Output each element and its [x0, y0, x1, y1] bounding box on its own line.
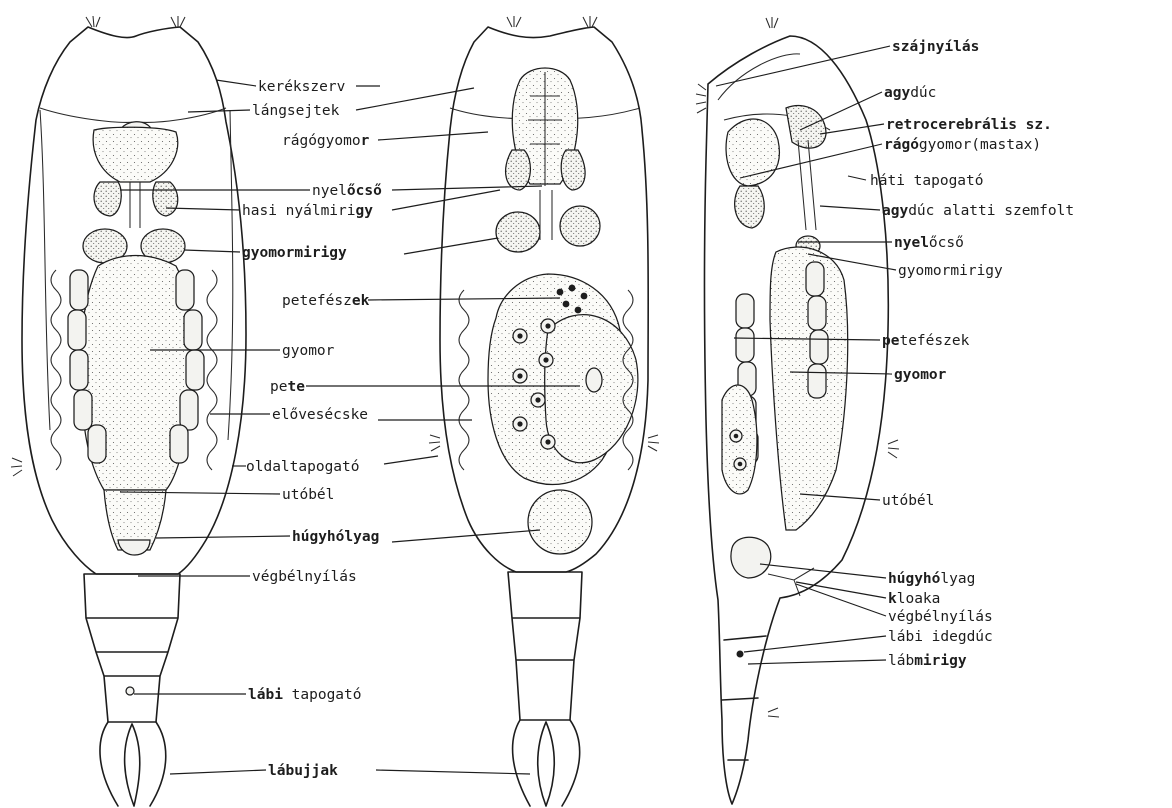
bladder-right — [731, 537, 771, 578]
label-gyomormirigy: gyomormirigy — [242, 245, 347, 261]
mastax-right — [726, 119, 779, 186]
bladder-left — [118, 540, 150, 555]
gastric-gland-middle-b — [560, 206, 600, 246]
label-oldaltapogato: oldaltapogató — [246, 459, 360, 475]
label-hasi-nyalmirigy: hasi nyálmirigy — [242, 203, 373, 219]
label-vegbelnyilas-2: végbélnyílás — [888, 609, 993, 625]
label-vegbelnyilas: végbélnyílás — [252, 569, 357, 585]
salivary-left-b — [153, 182, 178, 216]
label-ragogyomor: rágógyomor — [282, 133, 370, 149]
label-agyduc: agydúc — [884, 85, 936, 101]
toes-left — [100, 722, 166, 806]
salivary-middle-a — [506, 150, 531, 190]
foot-right-segments — [722, 636, 766, 760]
label-utobel-2: utóbél — [882, 493, 934, 509]
egg-nucleus-middle — [586, 368, 602, 392]
label-kereksszerv: kerékszerv — [258, 79, 346, 95]
label-pete: pete — [270, 379, 305, 395]
label-retrocerebralis: retrocerebrális sz. — [886, 117, 1052, 133]
bladder-middle — [528, 490, 592, 554]
gastric-gland-middle-a — [496, 212, 540, 252]
salivary-middle-b — [561, 150, 585, 190]
label-labi-ideg: lábi idegdúc — [888, 629, 993, 645]
salivary-left-a — [94, 182, 121, 216]
body-wall-left-inner — [40, 110, 50, 430]
figure-lateral-view — [696, 17, 899, 804]
label-gyomormirigy-2: gyomormirigy — [898, 263, 1003, 279]
label-langsejtek: lángsejtek — [252, 103, 340, 119]
label-agyduc-alatti: agydúc alatti szemfolt — [882, 203, 1074, 219]
esophagus-middle — [540, 190, 552, 240]
figure-ventral-view — [11, 16, 246, 806]
label-hugyholyag: húgyhólyag — [292, 529, 379, 545]
label-utobel: utóbél — [282, 487, 334, 503]
foot-middle — [508, 572, 582, 720]
cloaca-right — [768, 568, 814, 596]
label-petefeszek: petefészek — [282, 293, 370, 309]
esophagus-left — [130, 182, 140, 228]
labels: kerékszerv lángsejtek rágógyomor nyelőcs… — [242, 39, 1074, 779]
label-labi-tapogato: lábi tapogató — [248, 687, 362, 703]
label-hugyholyag-2: húgyhólyag — [888, 571, 975, 587]
figure-dorsal-view — [429, 16, 659, 806]
label-hati-tapogato: háti tapogató — [870, 173, 984, 189]
label-szajnyilas: szájnyílás — [892, 39, 979, 55]
label-ragogyomor-mastax: rágógyomor(mastax) — [884, 137, 1041, 153]
foot-ganglion-right — [737, 651, 744, 658]
esophagus-right — [798, 140, 816, 230]
salivary-right — [735, 186, 765, 228]
mastax-left — [93, 127, 178, 182]
foot-sensory-left — [126, 687, 134, 695]
foot-left — [84, 574, 180, 722]
label-kloaka: kloaka — [888, 591, 940, 607]
label-eloveseocske: elővesécske — [272, 407, 368, 423]
label-gyomor-2: gyomor — [894, 367, 947, 383]
label-labujjak: lábujjak — [268, 763, 338, 779]
label-nyelocso: nyelőcső — [312, 183, 382, 199]
label-nyelocso-2: nyelőcső — [894, 235, 964, 251]
label-labmirigy: lábmirigy — [888, 653, 967, 669]
corona-left — [40, 108, 226, 122]
label-petefeszek-2: petefészek — [882, 333, 970, 349]
toes-middle — [513, 720, 580, 806]
label-gyomor: gyomor — [282, 343, 335, 359]
